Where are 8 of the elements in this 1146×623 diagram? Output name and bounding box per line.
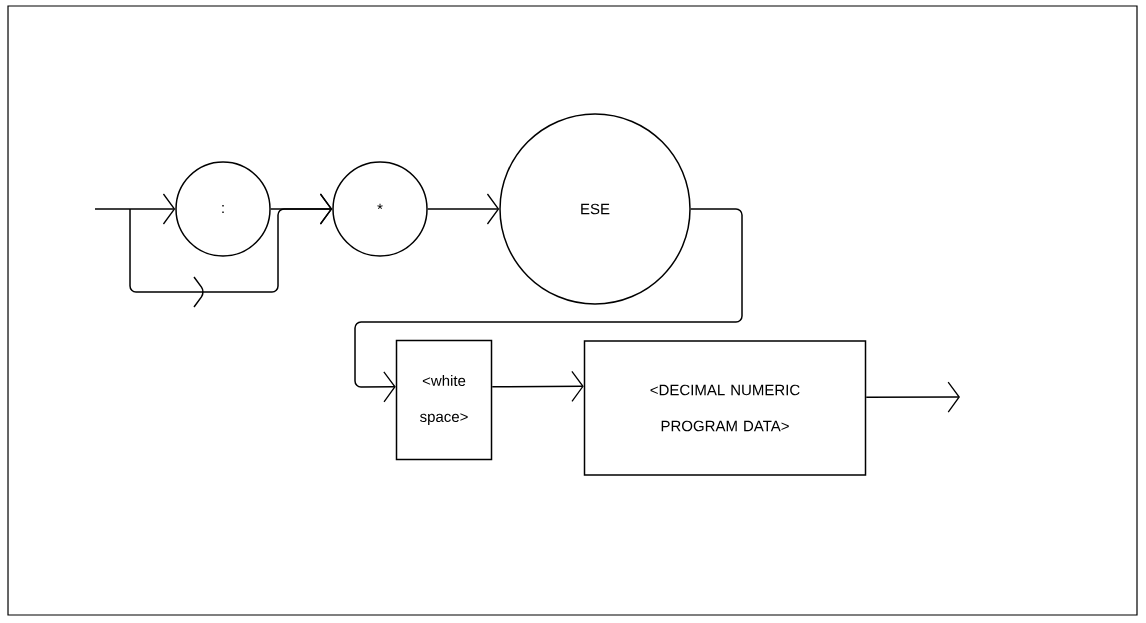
arrow [129, 193, 333, 308]
syntax-box: <white space> [395, 339, 493, 461]
arrow [427, 193, 500, 225]
arrow [865, 381, 960, 413]
arrow [354, 208, 743, 403]
syntax-box: <DECIMAL NUMERIC PROGRAM DATA> [583, 340, 867, 476]
arrow [491, 370, 584, 402]
arrow [94, 193, 176, 225]
